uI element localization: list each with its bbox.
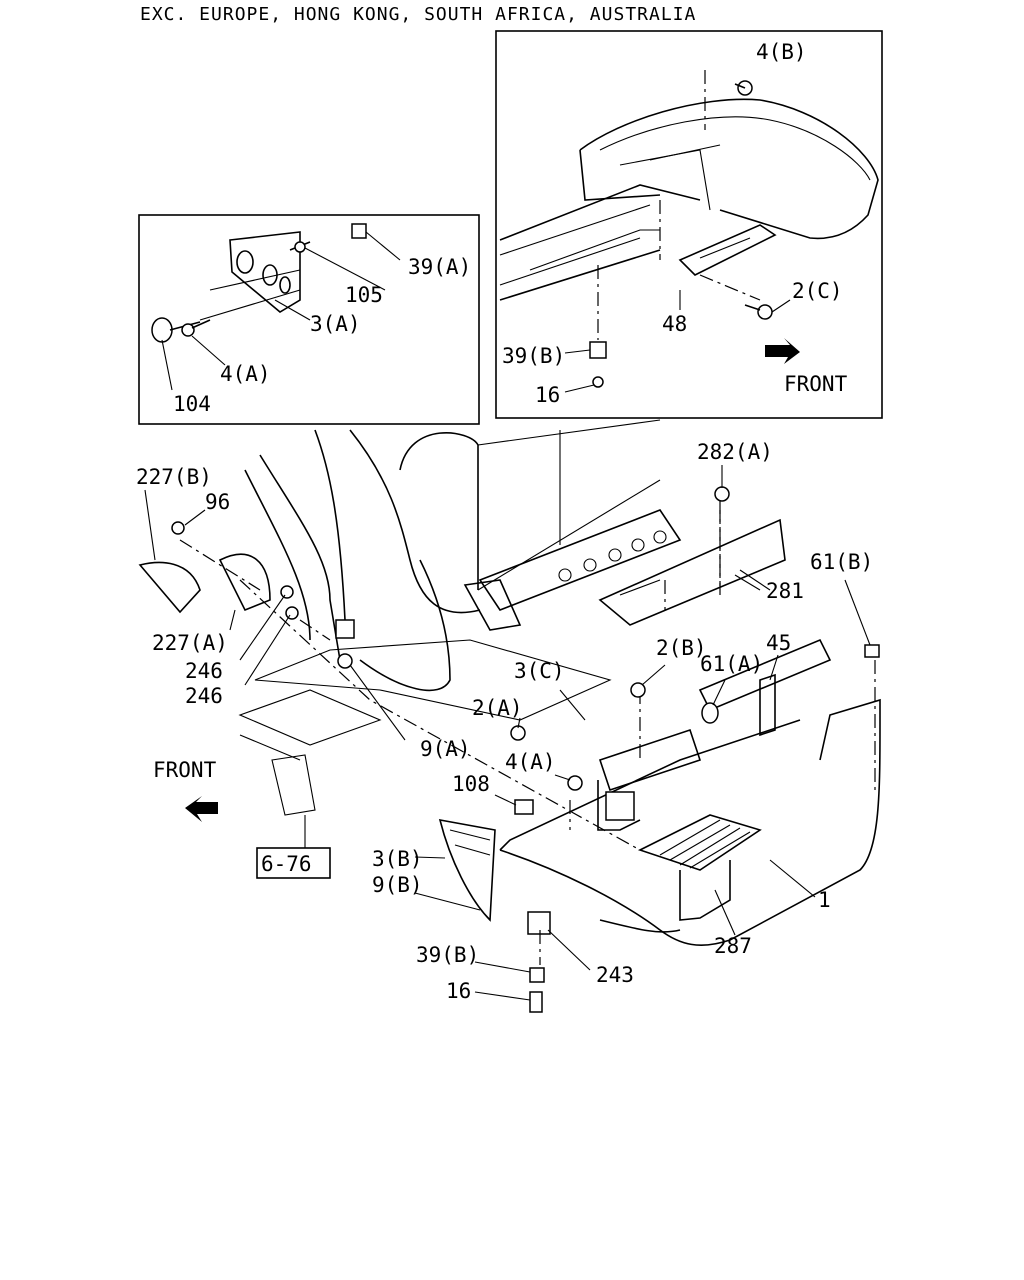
label-1: 1 bbox=[818, 888, 831, 912]
front-label-main: FRONT bbox=[153, 758, 217, 782]
label-3a: 3(A) bbox=[310, 312, 361, 336]
label-4b: 4(B) bbox=[756, 40, 807, 64]
front-label-inset: FRONT bbox=[784, 372, 848, 396]
ref-box-label: 6-76 bbox=[261, 852, 312, 876]
ref-box bbox=[256, 847, 331, 879]
label-246-a: 246 bbox=[185, 659, 223, 683]
label-45: 45 bbox=[766, 631, 791, 655]
label-61b: 61(B) bbox=[810, 550, 873, 574]
label-39b-inset: 39(B) bbox=[502, 344, 565, 368]
label-2a: 2(A) bbox=[472, 696, 523, 720]
inset-left-frame bbox=[138, 214, 480, 425]
label-243: 243 bbox=[596, 963, 634, 987]
label-39b: 39(B) bbox=[416, 943, 479, 967]
crossmember bbox=[478, 509, 682, 611]
label-3b: 3(B) bbox=[372, 847, 423, 871]
label-227b: 227(B) bbox=[136, 465, 212, 489]
lamp-3b bbox=[438, 818, 496, 922]
label-3c: 3(C) bbox=[514, 659, 565, 683]
main-drawing: 282(A) 227(B) 96 281 61(B) 227(A) 246 24… bbox=[136, 419, 881, 1013]
step-287 bbox=[637, 814, 762, 871]
label-39a: 39(A) bbox=[408, 255, 471, 279]
label-287: 287 bbox=[714, 934, 752, 958]
label-96: 96 bbox=[205, 490, 230, 514]
inset-right: 4(B) 2(C) 48 39(B) 16 FRONT bbox=[495, 30, 883, 419]
label-4a-inset: 4(A) bbox=[220, 362, 271, 386]
inset-left: 39(A) 105 3(A) 4(A) 104 bbox=[138, 214, 480, 425]
header-title: EXC. EUROPE, HONG KONG, SOUTH AFRICA, AU… bbox=[140, 4, 696, 25]
label-282a: 282(A) bbox=[697, 440, 773, 464]
label-108: 108 bbox=[452, 772, 490, 796]
bracket-3a bbox=[229, 231, 301, 313]
mudflap-227a bbox=[218, 553, 271, 612]
label-2c: 2(C) bbox=[792, 279, 843, 303]
label-16: 16 bbox=[446, 979, 471, 1003]
label-9b: 9(B) bbox=[372, 873, 423, 897]
side-rail-281 bbox=[598, 518, 786, 626]
cap-104 bbox=[151, 317, 173, 343]
rear-bumper bbox=[499, 698, 881, 946]
label-2b: 2(B) bbox=[656, 636, 707, 660]
label-48: 48 bbox=[662, 312, 687, 336]
mudflap-227b bbox=[138, 561, 201, 614]
label-246-b: 246 bbox=[185, 684, 223, 708]
label-227a: 227(A) bbox=[152, 631, 228, 655]
front-arrow-icon bbox=[765, 338, 800, 364]
label-105: 105 bbox=[345, 283, 383, 307]
bracket-48 bbox=[678, 224, 777, 276]
label-4a: 4(A) bbox=[505, 750, 556, 774]
front-arrow-main-icon bbox=[185, 796, 218, 822]
label-16-inset: 16 bbox=[535, 383, 560, 407]
label-281: 281 bbox=[766, 579, 804, 603]
bumper-end bbox=[579, 98, 879, 240]
label-61a: 61(A) bbox=[700, 652, 763, 676]
label-104: 104 bbox=[173, 392, 211, 416]
label-9a: 9(A) bbox=[420, 737, 471, 761]
inset-right-frame bbox=[495, 30, 883, 419]
